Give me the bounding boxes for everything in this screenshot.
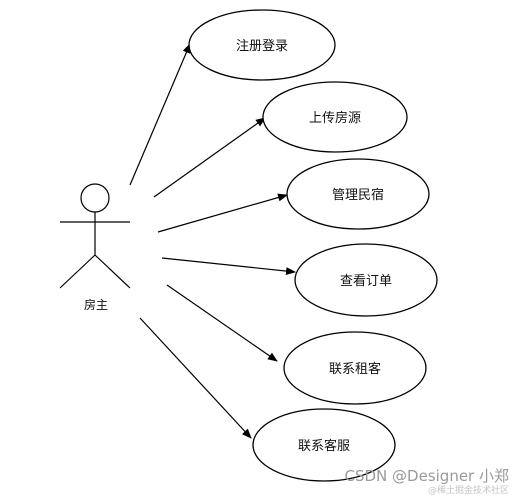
use-case-ellipse bbox=[262, 81, 408, 153]
use-case-ellipse bbox=[283, 331, 427, 405]
use-case-register-login: 注册登录 bbox=[188, 9, 336, 81]
actor-left-leg bbox=[59, 254, 96, 289]
use-case-upload-listing: 上传房源 bbox=[262, 81, 408, 153]
association-arrow-contact-support bbox=[139, 317, 252, 439]
use-case-ellipse bbox=[188, 9, 336, 81]
actor-head bbox=[80, 183, 110, 213]
use-case-label: 上传房源 bbox=[309, 110, 361, 126]
watermark-sub-text: @稀土掘金技术社区 bbox=[428, 484, 509, 496]
use-case-label: 联系客服 bbox=[298, 438, 350, 454]
use-case-ellipse bbox=[286, 158, 430, 230]
association-arrow-upload-listing bbox=[153, 117, 266, 198]
associations bbox=[129, 43, 296, 439]
watermark-main-text: CSDN @Designer 小郑 bbox=[345, 467, 510, 485]
use-case-label: 注册登录 bbox=[236, 39, 288, 54]
use-case-ellipse bbox=[294, 243, 438, 317]
use-case-manage-homestay: 管理民宿 bbox=[286, 158, 430, 230]
use-case-contact-tenant: 联系租客 bbox=[283, 331, 427, 405]
association-arrow-manage-homestay bbox=[157, 193, 288, 233]
association-arrow-register-login bbox=[129, 43, 191, 186]
use-case-view-orders: 查看订单 bbox=[294, 243, 438, 317]
use-case-ellipse bbox=[252, 408, 396, 482]
actor-homeowner: 房主 bbox=[59, 183, 131, 312]
association-arrow-contact-tenant bbox=[166, 284, 278, 362]
watermark: CSDN @Designer 小郑 @稀土掘金技术社区 bbox=[345, 467, 510, 496]
actor-name: 房主 bbox=[84, 297, 108, 312]
use-case-label: 联系租客 bbox=[329, 361, 381, 377]
use-case-label: 查看订单 bbox=[340, 273, 392, 289]
use-case-contact-support: 联系客服 bbox=[252, 408, 396, 482]
association-arrow-view-orders bbox=[161, 257, 296, 276]
use-case-label: 管理民宿 bbox=[332, 187, 384, 203]
actor-right-leg bbox=[94, 254, 131, 289]
